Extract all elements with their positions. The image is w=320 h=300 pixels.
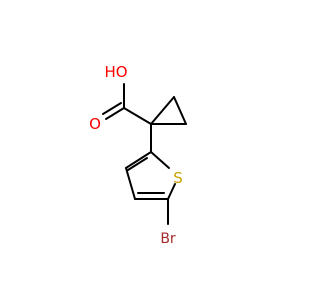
bond-thiophene-c5-s	[167, 183, 176, 200]
bond-cyclopropane-b	[173, 96, 187, 125]
bond-thiophene-s-c2	[150, 151, 170, 169]
bond-thiophene-c2-c3-inner	[127, 157, 148, 171]
oxygen-label: O	[89, 115, 101, 133]
hydroxyl-label: HO	[104, 63, 127, 81]
molecule-canvas: HO O S Br	[89, 63, 187, 247]
bond-c-o-double-b	[102, 102, 122, 115]
bond-cyclopropane-a	[150, 96, 175, 125]
bromine-label: Br	[160, 231, 176, 247]
bond-c-quaternary	[123, 107, 152, 125]
bond-thiophene-c3-c4	[125, 167, 136, 200]
sulfur-label: S	[173, 169, 183, 187]
bond-c-o-double-a	[105, 107, 125, 120]
molecule-structure: HO O S Br	[89, 63, 187, 247]
bond-thiophene-c2-c3	[125, 151, 152, 169]
